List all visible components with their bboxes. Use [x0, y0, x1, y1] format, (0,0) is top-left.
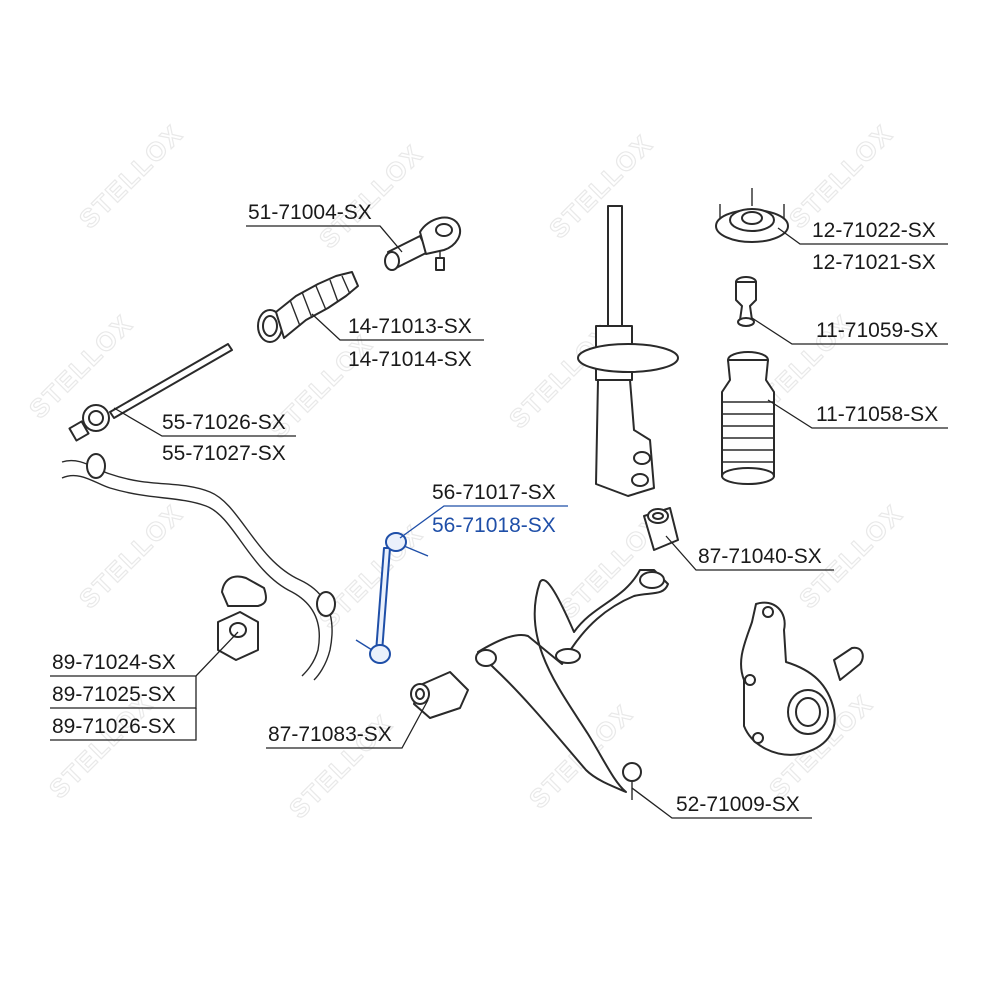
label-89-71025-sx[interactable]: 89-71025-SX: [52, 683, 176, 706]
watermark-text: STELLOX: [543, 128, 659, 244]
watermark-text: STELLOX: [73, 498, 189, 614]
label-55-71027-sx[interactable]: 55-71027-SX: [162, 442, 286, 465]
watermark-text: STELLOX: [783, 118, 899, 234]
tie-rod-end-drawing: [384, 216, 462, 271]
label-55-71026-sx[interactable]: 55-71026-SX: [162, 411, 286, 434]
strut-boot-drawing: [721, 351, 775, 485]
label-11-71059-sx[interactable]: 11-71059-SX: [816, 319, 938, 342]
label-56-71018-sx[interactable]: 56-71018-SX: [432, 514, 556, 537]
inner-tie-rod-drawing: [68, 343, 233, 442]
label-12-71022-sx[interactable]: 12-71022-SX: [812, 219, 936, 242]
stabilizer-link-drawing: [355, 532, 429, 664]
label-14-71013-sx[interactable]: 14-71013-SX: [348, 315, 472, 338]
bump-stop-drawing: [735, 276, 757, 327]
steering-knuckle-drawing: [740, 601, 864, 756]
label-56-71017-sx[interactable]: 56-71017-SX: [432, 481, 556, 504]
watermark-text: STELLOX: [313, 138, 429, 254]
steering-boot-drawing: [257, 271, 359, 343]
part-labels: 51-71004-SX 14-71013-SX 14-71014-SX 55-7…: [52, 201, 938, 816]
label-87-71083-sx[interactable]: 87-71083-SX: [268, 723, 392, 746]
stabilizer-bushing-drawing: [217, 575, 267, 661]
label-89-71026-sx[interactable]: 89-71026-SX: [52, 715, 176, 738]
label-89-71024-sx[interactable]: 89-71024-SX: [52, 651, 176, 674]
label-11-71058-sx[interactable]: 11-71058-SX: [816, 403, 938, 426]
label-51-71004-sx[interactable]: 51-71004-SX: [248, 201, 372, 224]
watermark-text: STELLOX: [73, 118, 189, 234]
sway-bar-drawing: [61, 453, 336, 681]
strut-assembly-drawing: [577, 205, 679, 497]
leader-lines: [50, 225, 948, 819]
strut-mount-drawing: [715, 188, 789, 243]
label-14-71014-sx[interactable]: 14-71014-SX: [348, 348, 472, 371]
lower-control-arm-drawing: [475, 569, 669, 800]
lower-arm-bushing-drawing: [410, 671, 469, 719]
label-12-71021-sx[interactable]: 12-71021-SX: [812, 251, 936, 274]
label-52-71009-sx[interactable]: 52-71009-SX: [676, 793, 800, 816]
label-87-71040-sx[interactable]: 87-71040-SX: [698, 545, 822, 568]
